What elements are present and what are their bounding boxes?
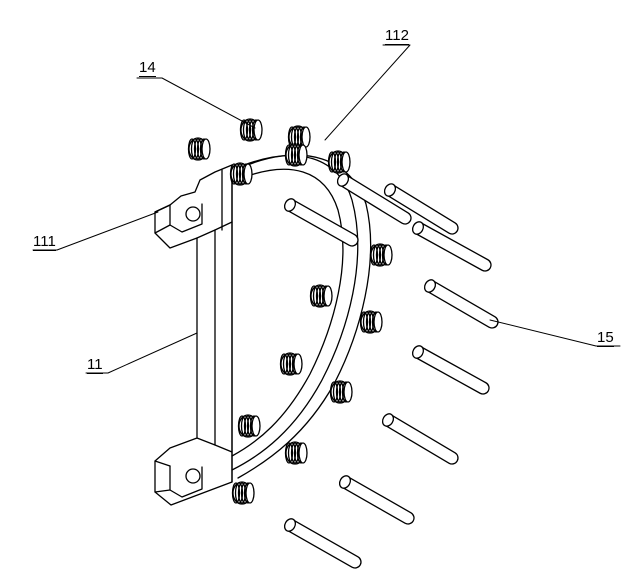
pin-9 bbox=[283, 518, 362, 569]
spring-1 bbox=[187, 137, 211, 161]
spring-13 bbox=[279, 352, 303, 376]
spring-6 bbox=[327, 150, 351, 174]
leader-11 bbox=[85, 332, 198, 374]
leader-lines bbox=[32, 44, 621, 374]
spring-7 bbox=[369, 243, 393, 267]
spring-11 bbox=[231, 481, 255, 505]
pin-5 bbox=[423, 279, 499, 329]
pin-1 bbox=[283, 198, 359, 247]
spring-12 bbox=[309, 284, 333, 308]
pin-4 bbox=[411, 221, 492, 272]
frame-body bbox=[154, 164, 233, 506]
spring-group bbox=[187, 118, 393, 505]
spring-4 bbox=[229, 162, 253, 186]
spring-9 bbox=[329, 380, 353, 404]
pin-2 bbox=[336, 173, 412, 225]
leader-14 bbox=[136, 77, 256, 129]
pin-3 bbox=[383, 183, 459, 235]
spring-5 bbox=[284, 143, 308, 167]
spring-10 bbox=[284, 441, 308, 465]
arc-ring bbox=[231, 154, 372, 479]
spring-14 bbox=[237, 414, 261, 438]
spring-8 bbox=[359, 310, 383, 334]
pin-8 bbox=[338, 475, 415, 525]
label-11: 11 bbox=[87, 356, 103, 374]
pin-6 bbox=[411, 345, 490, 395]
spring-2 bbox=[239, 118, 263, 142]
label-112: 112 bbox=[385, 27, 409, 45]
label-111: 111 bbox=[33, 233, 56, 251]
label-14: 14 bbox=[139, 59, 156, 77]
pin-group bbox=[283, 173, 499, 569]
label-15: 15 bbox=[597, 329, 614, 347]
spring-3 bbox=[287, 125, 311, 149]
leader-112 bbox=[324, 44, 411, 141]
pin-7 bbox=[381, 413, 459, 465]
